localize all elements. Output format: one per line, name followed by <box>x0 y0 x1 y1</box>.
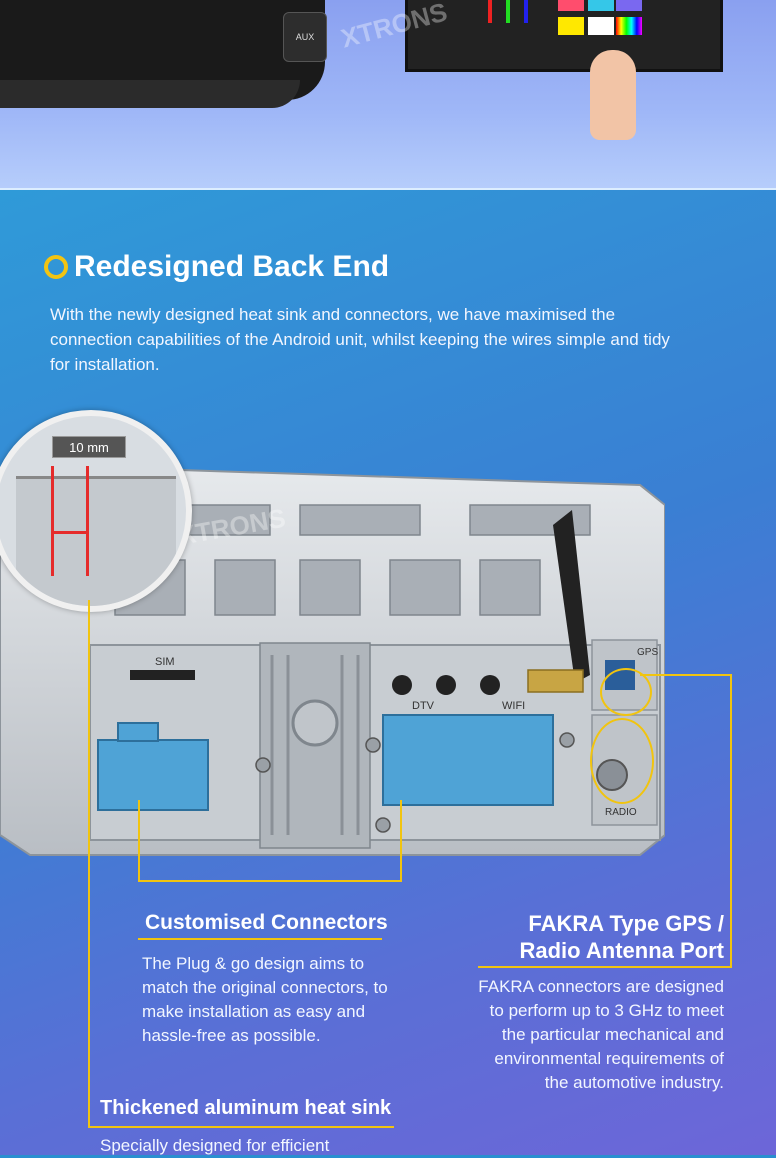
sim-label: SIM <box>155 656 175 668</box>
heatsink-text: Specially designed for efficient <box>100 1136 330 1155</box>
radio-label: RADIO <box>605 807 637 818</box>
measurement-label: 10 mm <box>52 436 126 458</box>
color-swatch <box>588 17 614 35</box>
color-swatch <box>588 0 614 11</box>
color-bar <box>524 0 528 23</box>
section-title: Redesigned Back End <box>74 250 390 283</box>
fakra-title-line1: FAKRA Type GPS / <box>528 911 724 936</box>
callout-underline <box>88 1126 394 1128</box>
section-heading: Redesigned Back End <box>44 250 389 284</box>
callout-line <box>640 674 732 676</box>
color-bar <box>506 0 510 23</box>
aux-label: AUX <box>295 32 315 42</box>
callout-line <box>88 600 90 1128</box>
fakra-text: FAKRA connectors are designed to perform… <box>478 977 724 1092</box>
connectors-title: Customised Connectors <box>145 911 388 934</box>
callout-underline <box>138 938 382 940</box>
screen-preview <box>405 0 723 72</box>
color-swatch <box>616 17 642 35</box>
color-bar <box>488 0 492 23</box>
callout-line <box>138 800 140 882</box>
color-swatch <box>558 17 584 35</box>
bullet-circle-icon <box>44 255 68 279</box>
callout-line <box>400 800 402 882</box>
callout-line <box>730 674 732 968</box>
top-product-band: AUX XTRONS <box>0 0 776 188</box>
section-intro: With the newly designed heat sink and co… <box>50 305 670 374</box>
dtv-label: DTV <box>412 700 435 712</box>
head-unit-base <box>0 80 300 108</box>
fakra-title-line2: Radio Antenna Port <box>519 938 724 963</box>
callout-underline <box>478 966 732 968</box>
fakra-title: FAKRA Type GPS / Radio Antenna Port <box>470 910 724 964</box>
connectors-text: The Plug & go design aims to match the o… <box>142 954 388 1045</box>
heatsink-title: Thickened aluminum heat sink <box>100 1097 392 1119</box>
color-swatch <box>616 0 642 11</box>
magnified-detail <box>0 410 192 612</box>
gps-highlight-circle <box>600 668 652 716</box>
aux-button: AUX <box>283 12 327 62</box>
wifi-label: WIFI <box>502 700 525 712</box>
callout-line <box>138 880 402 882</box>
gps-label: GPS <box>637 647 658 658</box>
color-swatch <box>558 0 584 11</box>
radio-highlight-circle <box>590 718 654 804</box>
pointing-hand <box>590 50 636 140</box>
